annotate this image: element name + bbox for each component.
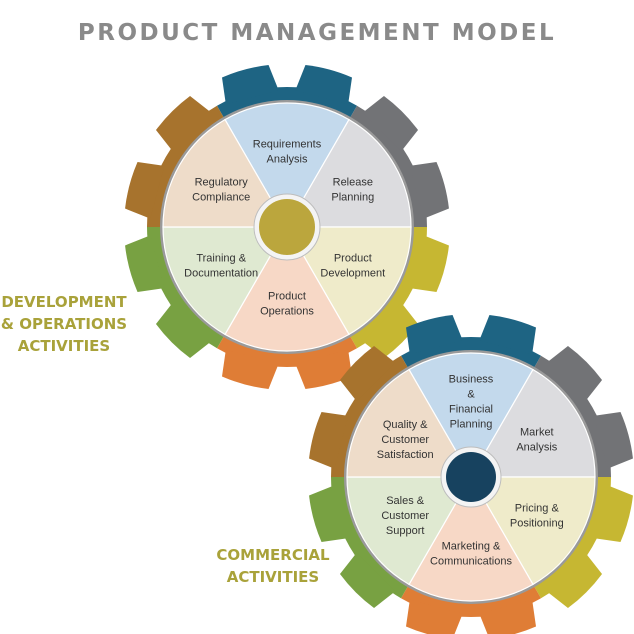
gear-tooth xyxy=(546,552,603,609)
segment-label-line: Documentation xyxy=(184,268,258,280)
gear-tooth xyxy=(295,65,352,105)
segment-label-line: Business xyxy=(449,374,494,386)
gear-tooth xyxy=(406,599,463,634)
segment-label-line: Customer xyxy=(381,510,429,522)
segment-label-line: Quality & xyxy=(383,419,428,431)
gear-tooth xyxy=(309,412,349,469)
gear-tooth xyxy=(309,485,349,542)
gear-tooth xyxy=(546,345,603,402)
gear-tooth xyxy=(479,315,536,355)
segment-label-line: Compliance xyxy=(192,192,250,204)
gear-tooth xyxy=(222,65,279,105)
gear-face-wedge xyxy=(285,118,412,228)
gear-face-wedge xyxy=(162,118,289,228)
segment-label-line: Planning xyxy=(450,419,493,431)
gear-tooth xyxy=(125,235,165,292)
gear-face-wedge xyxy=(408,475,534,602)
segment-label-line: Planning xyxy=(331,192,374,204)
segment-label-line: Sales & xyxy=(386,495,425,507)
commercial-activities-label: COMMERCIAL ACTIVITIES xyxy=(205,544,341,588)
segment-label-line: Analysis xyxy=(267,154,308,166)
development-label-line: DEVELOPMENT xyxy=(1,293,127,311)
gear-hub xyxy=(446,452,496,502)
gear-face-wedge xyxy=(408,352,534,479)
gear-face-wedge xyxy=(285,226,412,336)
segment-label-line: Market xyxy=(520,427,554,439)
gear-face-wedge xyxy=(162,226,289,336)
gear-tooth xyxy=(155,95,212,152)
segment-label-line: Marketing & xyxy=(442,541,501,553)
gear-tooth xyxy=(295,349,352,389)
segment-label: Training & Documentation xyxy=(184,253,258,280)
gear-tooth xyxy=(155,302,212,359)
gear-tooth xyxy=(125,162,165,219)
gear-tooth xyxy=(479,599,536,634)
gear-hub xyxy=(259,199,315,255)
development-operations-label: DEVELOPMENT & OPERATIONS ACTIVITIES xyxy=(0,291,128,357)
segment-label-line: Customer xyxy=(381,434,429,446)
gear-face-wedge xyxy=(469,476,596,586)
segment-label-line: Requirements xyxy=(253,139,322,151)
gear-face-wedge xyxy=(346,368,473,478)
gear-face-wedge xyxy=(346,476,473,586)
gear-tooth xyxy=(362,95,419,152)
gear-tooth xyxy=(222,349,279,389)
gear-tooth xyxy=(362,302,419,359)
segment-label-line: Product xyxy=(334,253,372,265)
gear-tooth xyxy=(409,162,449,219)
segment-label: Marketing & Communications xyxy=(430,541,512,568)
gear-face-wedge xyxy=(224,102,350,229)
segment-label-line: Development xyxy=(320,268,385,280)
segment-label-line: Support xyxy=(386,525,425,537)
gear-tooth xyxy=(409,235,449,292)
development-label-line: ACTIVITIES xyxy=(17,337,111,355)
segment-label-line: Release xyxy=(333,177,373,189)
gear-face-wedge xyxy=(469,368,596,478)
segment-label-line: Financial xyxy=(449,404,493,416)
segment-label-line: Pricing & xyxy=(515,503,560,515)
segment-label-line: Training & xyxy=(196,253,246,265)
gear-tooth xyxy=(593,485,633,542)
commercial-label-line: COMMERCIAL xyxy=(216,546,330,564)
gear-tooth xyxy=(593,412,633,469)
segment-label-line: Communications xyxy=(430,556,512,568)
gear-tooth xyxy=(339,345,396,402)
segment-label-line: Satisfaction xyxy=(377,449,434,461)
segment-label-line: Regulatory xyxy=(195,177,249,189)
development-label-line: & OPERATIONS xyxy=(0,315,128,333)
segment-label-line: Product xyxy=(268,291,306,303)
gear-tooth xyxy=(339,552,396,609)
gear-face-wedge xyxy=(224,225,350,352)
segment-label-line: Analysis xyxy=(516,442,557,454)
commercial-label-line: ACTIVITIES xyxy=(226,568,320,586)
segment-label-line: & xyxy=(467,389,475,401)
segment-label-line: Positioning xyxy=(510,518,564,530)
diagram-title: PRODUCT MANAGEMENT MODEL xyxy=(77,20,557,46)
segment-label-line: Operations xyxy=(260,306,314,318)
segment-label: Pricing & Positioning xyxy=(510,503,564,530)
gear-tooth xyxy=(406,315,463,355)
